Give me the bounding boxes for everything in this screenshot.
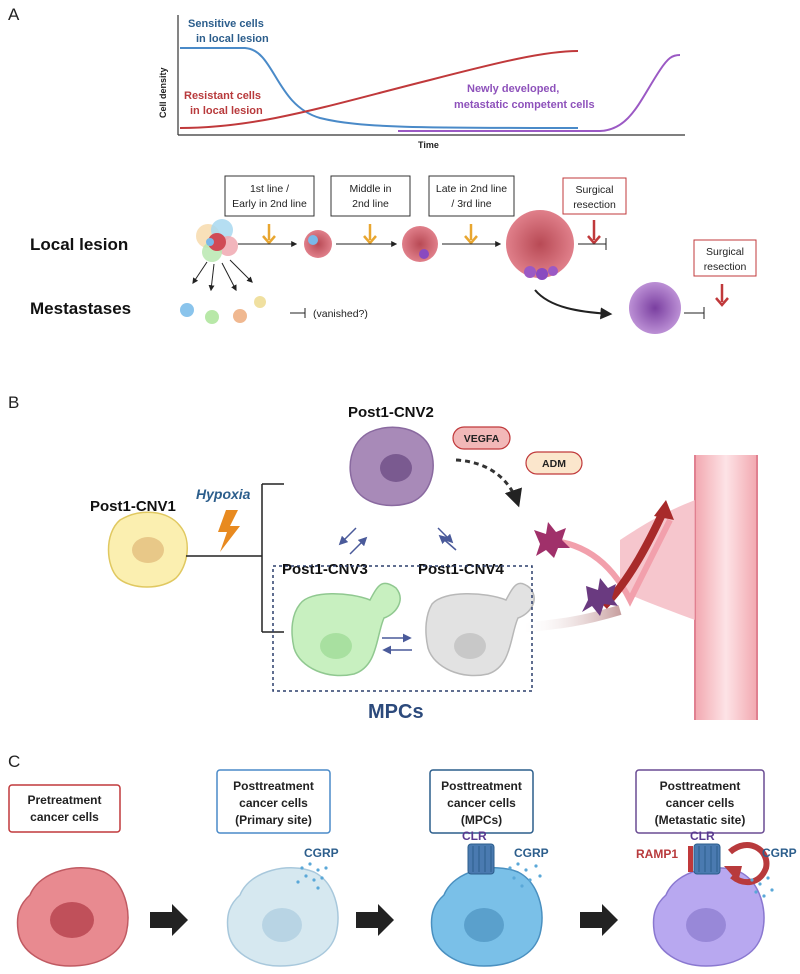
- clr-receptor-met: [693, 843, 721, 875]
- lightning-icon: [218, 510, 240, 552]
- cgrp-label-met: CGRP: [762, 846, 797, 860]
- mpcs-cell: [430, 867, 543, 967]
- ramp1-label: RAMP1: [636, 847, 678, 861]
- clr-receptor-mpcs: [467, 843, 495, 875]
- cnv3-cell: [291, 582, 401, 677]
- svg-text:ADM: ADM: [542, 458, 566, 470]
- secretion-arrow: [455, 458, 522, 508]
- hypoxia-label: Hypoxia: [196, 486, 251, 502]
- disseminated-cells: (vanished?): [180, 259, 368, 324]
- treatment-arrows: [262, 220, 729, 307]
- cnv4-label: Post1-CNV4: [418, 561, 505, 578]
- local-lesion-middle: [304, 230, 332, 258]
- transition-arrows: [150, 904, 618, 936]
- cnv3-label: Post1-CNV3: [282, 561, 368, 578]
- sensitive-label: Sensitive cells in local lesion: [188, 18, 269, 45]
- row-met-label: Mestastases: [30, 299, 131, 318]
- cgrp-label-primary: CGRP: [304, 846, 339, 860]
- ramp1-bar: [688, 846, 693, 872]
- vanished-label: (vanished?): [313, 308, 368, 320]
- y-axis-label: Cell density: [158, 67, 168, 118]
- resistant-curve: [179, 50, 579, 129]
- blood-vessel: [620, 455, 758, 720]
- local-lesion-resistant-mass: [506, 210, 574, 280]
- tip-cell-top: [534, 522, 570, 558]
- primary-site-cell: [226, 867, 339, 967]
- row-local-label: Local lesion: [30, 235, 128, 254]
- cgrp-dots-mpcs: [508, 862, 542, 888]
- panel-c-letter: C: [8, 752, 20, 771]
- cgrp-label-mpcs: CGRP: [514, 846, 549, 860]
- new-cells-curve: [398, 54, 681, 132]
- metastatic-site-cell: [652, 867, 765, 967]
- metastatic-mass: [629, 282, 705, 334]
- density-plot: Cell density Time Sensitive cells in loc…: [158, 15, 685, 150]
- sprout-vessel: [539, 518, 673, 607]
- stage-box-1: 1st line /Early in 2nd line: [224, 175, 315, 217]
- cgrp-dots-met: [750, 876, 774, 898]
- svg-text:VEGFA: VEGFA: [464, 433, 500, 445]
- sensitive-curve: [180, 47, 579, 129]
- autocrine-loop-arrow: [728, 842, 770, 886]
- pretreatment-cell: [16, 867, 129, 967]
- cnv1-cell: [107, 511, 188, 588]
- invasion-stream: [519, 605, 622, 633]
- cnv1-label: Post1-CNV1: [90, 498, 176, 515]
- mpcs-label: MPCs: [368, 701, 424, 723]
- lineage-bracket: [186, 483, 284, 633]
- new-cells-label: Newly developed, metastatic competent ce…: [454, 83, 595, 111]
- x-axis-label: Time: [418, 140, 439, 150]
- cnv2-cell: [349, 426, 434, 507]
- resistant-label: Resistant cells in local lesion: [184, 90, 264, 117]
- cnv2-label: Post1-CNV2: [348, 404, 434, 421]
- panel-a-letter: A: [8, 5, 20, 24]
- adm-pill: ADM: [525, 451, 583, 475]
- tip-cell-bottom: [582, 578, 618, 616]
- cgrp-dots-primary: [296, 862, 328, 890]
- svg-text:Late in 2nd line/ 3rd line: Late in 2nd line/ 3rd line: [436, 183, 507, 210]
- stage-box-3: Late in 2nd line/ 3rd line: [428, 175, 515, 217]
- interconversion-arrows: [338, 527, 457, 655]
- clr-label-met: CLR: [690, 829, 715, 843]
- local-lesion-late: [402, 226, 438, 262]
- cnv4-cell: [425, 582, 535, 677]
- vegfa-pill: VEGFA: [452, 426, 511, 450]
- local-lesion-early: [196, 219, 238, 262]
- svg-text:1st line /Early in 2nd line: 1st line /Early in 2nd line: [232, 183, 307, 210]
- panel-b-letter: B: [8, 393, 19, 412]
- clr-label-mpcs: CLR: [462, 829, 487, 843]
- lesion-progress-arrows: [238, 238, 613, 320]
